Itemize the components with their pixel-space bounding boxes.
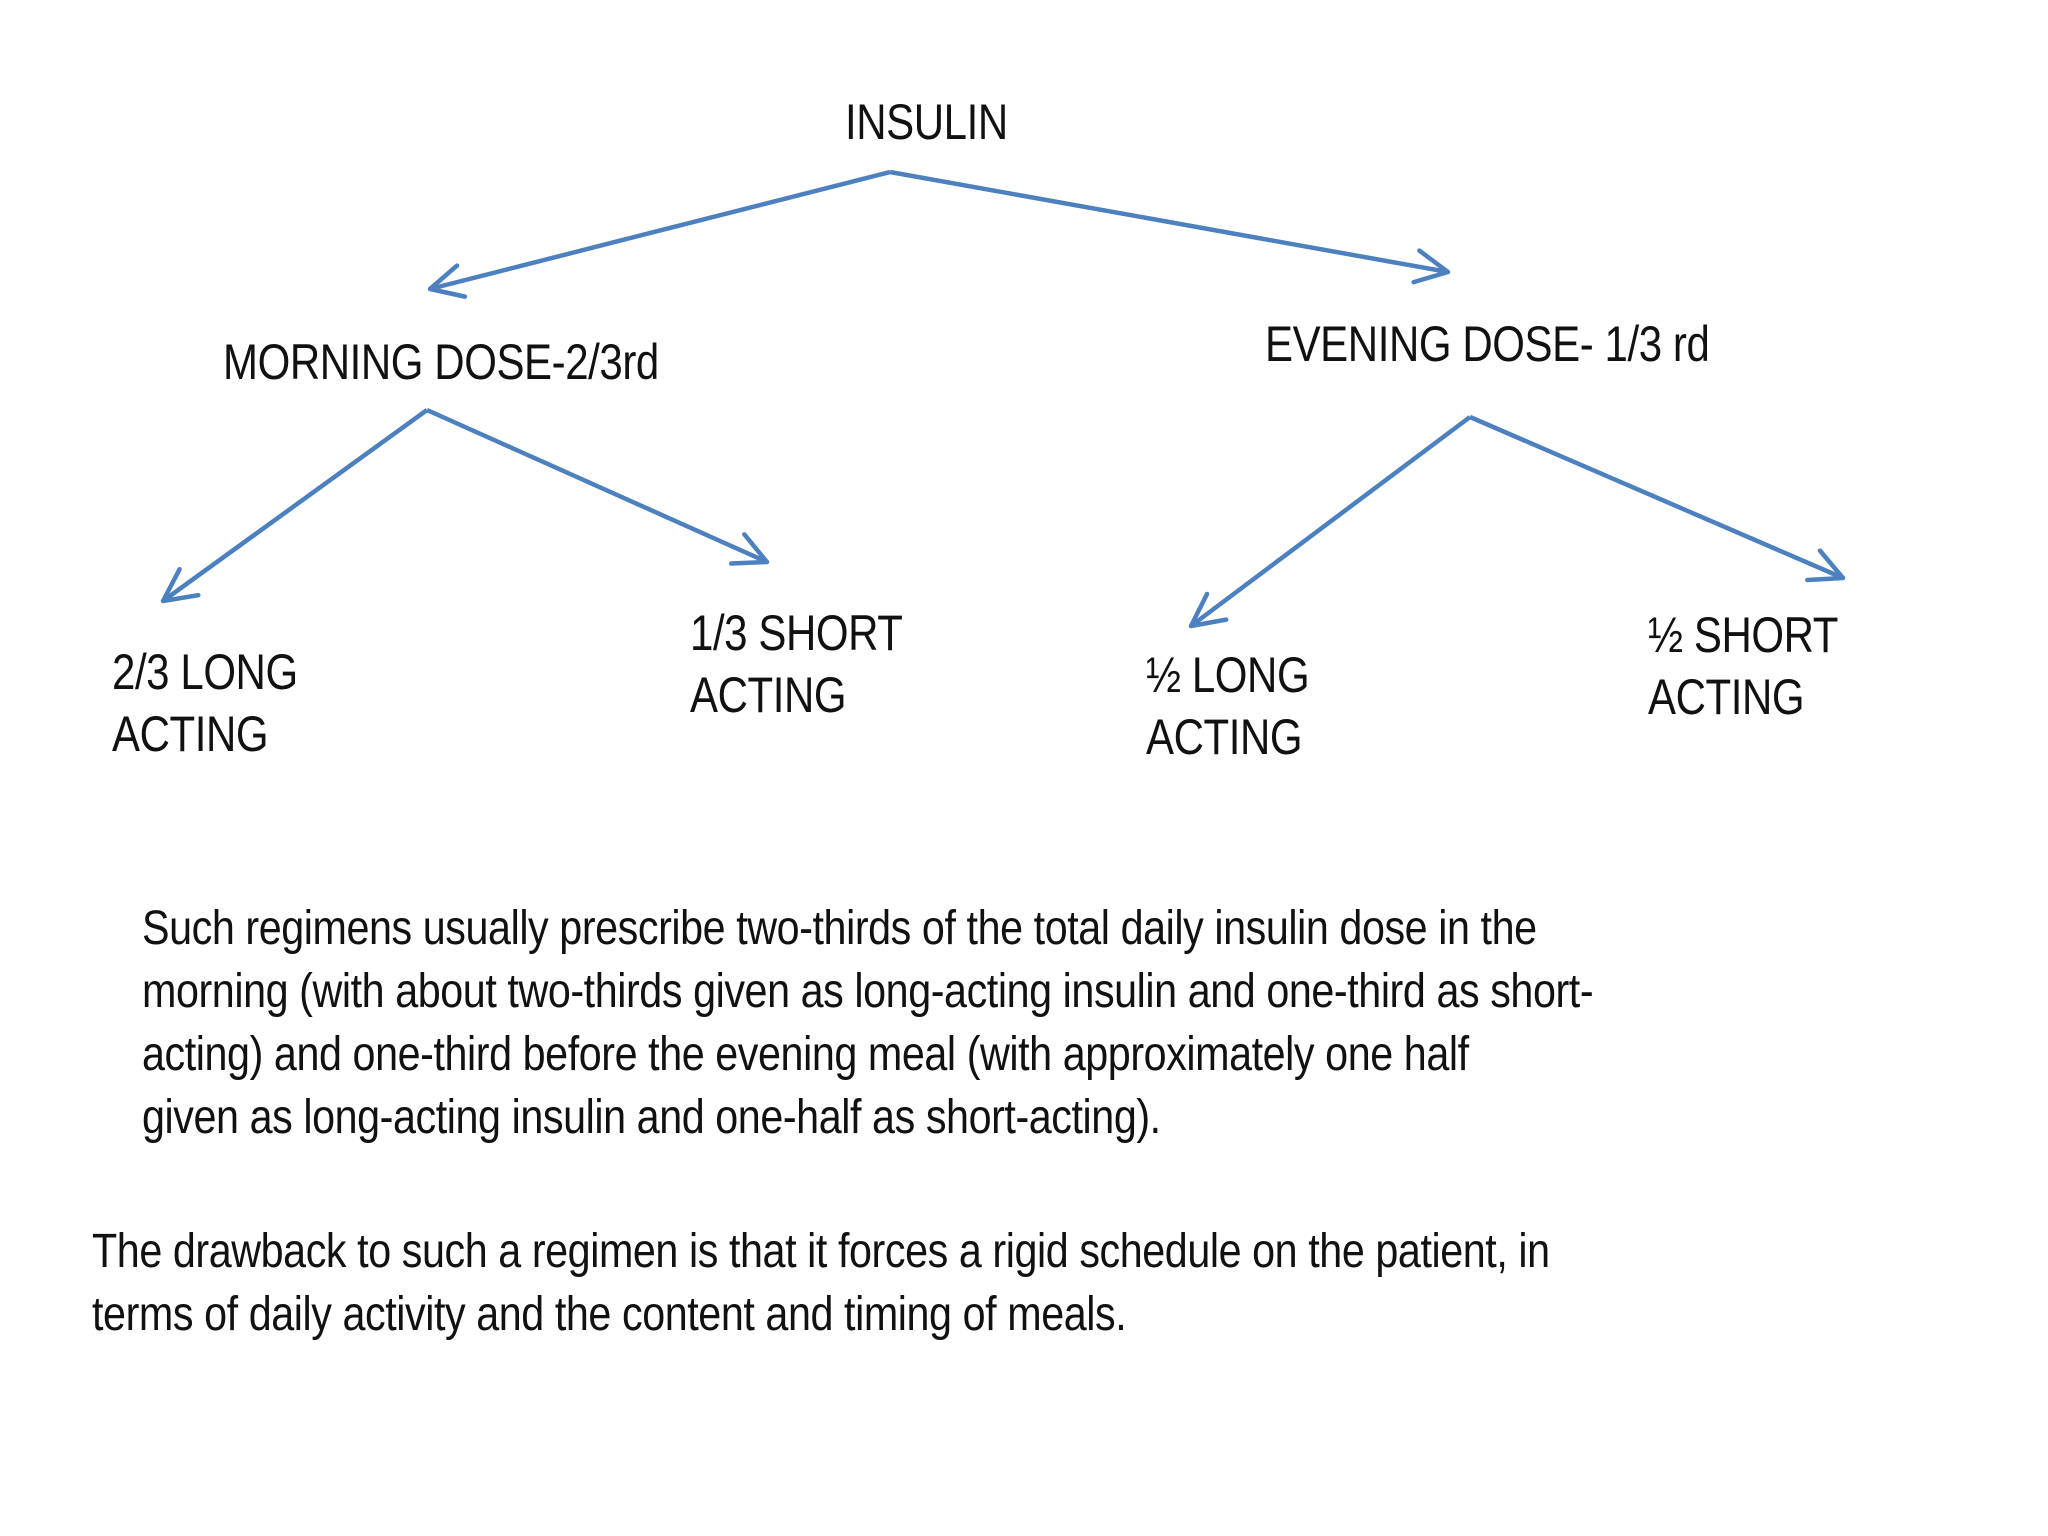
arrow-morning-to-short xyxy=(426,407,770,566)
paragraph-regimen-description: Such regimens usually prescribe two-thir… xyxy=(142,897,1594,1149)
paragraph-line: morning (with about two-thirds given as … xyxy=(142,965,1594,1018)
node-morning-short-acting: 1/3 SHORT ACTING xyxy=(690,602,903,726)
node-evening-long-acting: ½ LONG ACTING xyxy=(1146,644,1310,768)
node-evening-dose: EVENING DOSE- 1/3 rd xyxy=(1265,316,1710,372)
paragraph-line: given as long-acting insulin and one-hal… xyxy=(142,1091,1161,1144)
node-insulin: INSULIN xyxy=(845,94,1008,150)
arrow-evening-to-short xyxy=(1469,414,1846,583)
arrow-insulin-to-evening xyxy=(889,169,1451,285)
paragraph-line: Such regimens usually prescribe two-thir… xyxy=(142,902,1537,955)
node-morning-long-acting: 2/3 LONG ACTING xyxy=(112,641,298,765)
leaf-line-1: ½ LONG xyxy=(1146,647,1310,703)
leaf-line-2: ACTING xyxy=(1146,709,1303,765)
arrow-insulin-to-morning xyxy=(427,169,891,299)
paragraph-line: The drawback to such a regimen is that i… xyxy=(92,1225,1550,1278)
paragraph-line: terms of daily activity and the content … xyxy=(92,1288,1127,1341)
leaf-line-1: ½ SHORT xyxy=(1648,607,1838,663)
leaf-line-2: ACTING xyxy=(1648,669,1805,725)
leaf-line-2: ACTING xyxy=(690,667,847,723)
leaf-line-1: 2/3 LONG xyxy=(112,644,298,700)
leaf-line-2: ACTING xyxy=(112,706,269,762)
paragraph-line: acting) and one-third before the evening… xyxy=(142,1028,1469,1081)
arrow-evening-to-long xyxy=(1188,415,1472,629)
node-evening-short-acting: ½ SHORT ACTING xyxy=(1648,604,1838,728)
node-morning-dose: MORNING DOSE-2/3rd xyxy=(223,334,659,390)
leaf-line-1: 1/3 SHORT xyxy=(690,605,903,661)
paragraph-drawback: The drawback to such a regimen is that i… xyxy=(92,1220,1550,1346)
arrow-morning-to-long xyxy=(160,408,429,604)
